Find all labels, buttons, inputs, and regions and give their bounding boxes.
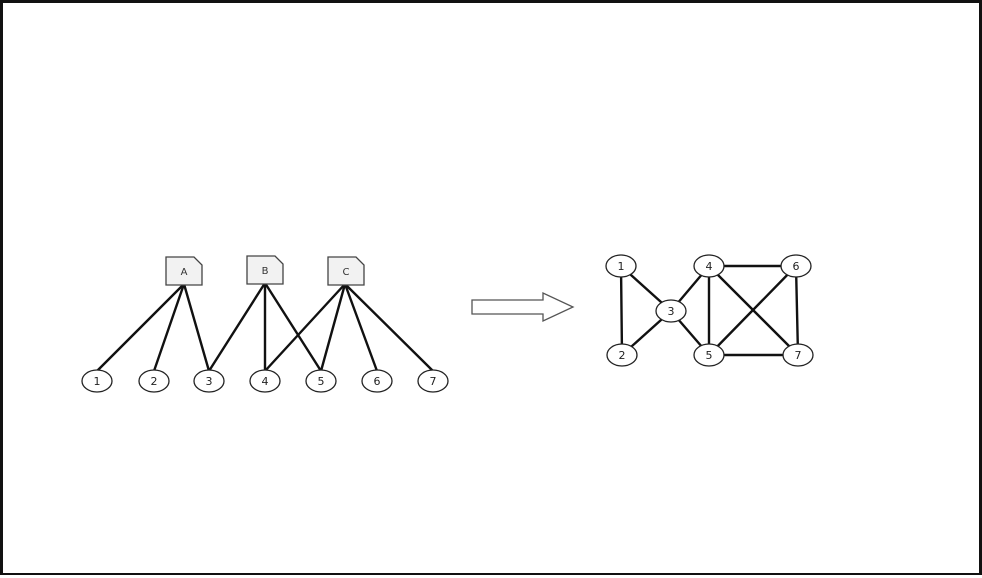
edge-B-5	[263, 281, 323, 373]
projected-node-5: 5	[693, 343, 725, 367]
document-icon	[327, 256, 365, 286]
node-circle	[138, 369, 170, 393]
document-node-b: B	[246, 255, 284, 285]
projected-node-1: 1	[605, 254, 637, 278]
projected-node-3: 3	[655, 299, 687, 323]
projected-edges	[619, 264, 800, 357]
edge-A-1	[95, 282, 186, 373]
node-label: 5	[706, 349, 713, 362]
node-circle	[605, 254, 637, 278]
node-circle	[782, 343, 814, 367]
node-label: 1	[94, 375, 101, 388]
projected-node-2: 2	[606, 343, 638, 367]
item-node-6: 6	[361, 369, 393, 393]
node-circle	[361, 369, 393, 393]
edge-A-3	[182, 282, 211, 373]
node-circle	[81, 369, 113, 393]
node-label: 6	[793, 260, 800, 273]
node-circle	[305, 369, 337, 393]
projected-node-7: 7	[782, 343, 814, 367]
node-circle	[693, 343, 725, 367]
node-label: 7	[795, 349, 802, 362]
item-node-7: 7	[417, 369, 449, 393]
edge-6-7	[794, 264, 800, 357]
node-label: 2	[619, 349, 626, 362]
document-label: B	[262, 266, 269, 277]
item-node-5: 5	[305, 369, 337, 393]
node-circle	[780, 254, 812, 278]
node-label: 6	[374, 375, 381, 388]
document-label: C	[343, 267, 350, 278]
node-label: 2	[151, 375, 158, 388]
node-label: 3	[206, 375, 213, 388]
edge-5-6	[707, 264, 798, 357]
edge-C-5	[319, 282, 347, 373]
document-icon	[246, 255, 284, 285]
document-node-c: C	[327, 256, 365, 286]
item-node-2: 2	[138, 369, 170, 393]
node-label: 5	[318, 375, 325, 388]
edge-C-4	[263, 282, 347, 373]
node-circle	[693, 254, 725, 278]
right-arrow-icon	[471, 291, 575, 323]
node-circle	[193, 369, 225, 393]
document-label: A	[181, 267, 188, 278]
edge-C-6	[343, 282, 379, 373]
projected-nodes: 1 2 3 4 5 6 7	[605, 254, 814, 367]
node-label: 3	[668, 305, 675, 318]
document-nodes: A B C	[165, 255, 365, 286]
node-label: 4	[706, 260, 713, 273]
node-circle	[606, 343, 638, 367]
node-circle	[249, 369, 281, 393]
node-label: 4	[262, 375, 269, 388]
document-node-a: A	[165, 256, 203, 286]
node-circle	[417, 369, 449, 393]
node-label: 1	[618, 260, 625, 273]
graph-projection-diagram: A B C 1 2 3 4 5 6 7 1 2 3 4 5 6 7	[81, 254, 814, 393]
document-icon	[165, 256, 203, 286]
node-label: 7	[430, 375, 437, 388]
edge-1-2	[619, 264, 624, 357]
edge-C-7	[343, 282, 435, 373]
edge-A-2	[152, 282, 186, 373]
edge-B-3	[207, 281, 267, 373]
item-node-1: 1	[81, 369, 113, 393]
item-nodes: 1 2 3 4 5 6 7	[81, 369, 449, 393]
item-node-4: 4	[249, 369, 281, 393]
projected-node-4: 4	[693, 254, 725, 278]
item-node-3: 3	[193, 369, 225, 393]
bipartite-edges	[95, 281, 435, 373]
projected-node-6: 6	[780, 254, 812, 278]
node-circle	[655, 299, 687, 323]
